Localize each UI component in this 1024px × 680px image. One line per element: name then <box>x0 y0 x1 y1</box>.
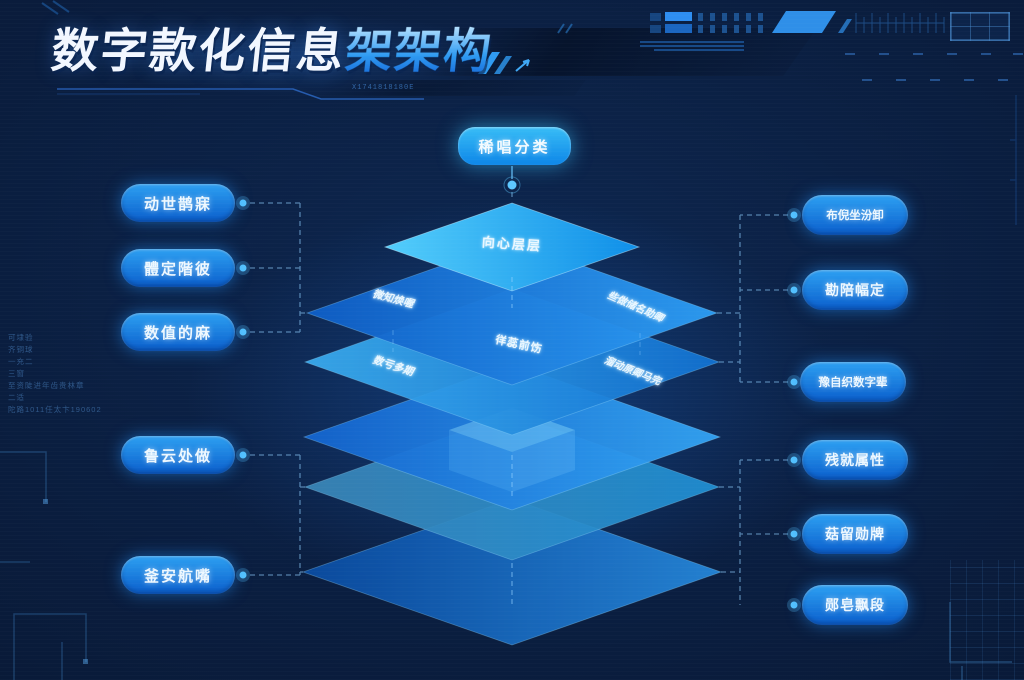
title-underline <box>57 88 424 100</box>
node-dot-ring <box>503 176 521 194</box>
hud-block <box>665 24 692 33</box>
side-note-line: 陀路1011任太卞190602 <box>8 405 102 414</box>
node-dot-icon <box>507 180 517 190</box>
left-pill-4[interactable]: 鲁云处做 <box>121 436 235 474</box>
deco-code-text: X1741818180E <box>352 84 415 92</box>
left-bottom-bracket <box>250 454 305 576</box>
right-bottom-bracket <box>719 459 788 605</box>
hud-block <box>650 13 661 21</box>
bottom-right-circuit <box>949 602 1012 680</box>
side-note-line: 可埭验 <box>8 333 34 342</box>
title-slash-icon <box>494 56 512 74</box>
hud-rail <box>855 13 945 33</box>
right-edge-circuit <box>1010 95 1017 225</box>
arrow-up-right-icon <box>515 59 530 72</box>
bottom-left-circuit <box>0 451 88 680</box>
hud-dot-rows <box>845 53 1023 81</box>
left-pill-3[interactable]: 数值的麻 <box>121 313 235 351</box>
hud-slash-icon <box>557 23 573 34</box>
top-category-node[interactable]: 稀唱分类 <box>458 127 571 165</box>
hud-block <box>650 25 661 33</box>
layer1-label: 向心层层 <box>481 234 543 254</box>
hud-slash-icon <box>772 11 836 33</box>
left-pill-5[interactable]: 釜安航嘴 <box>121 556 235 594</box>
side-note-line: 至资陡进年齿贵林章 <box>8 381 85 390</box>
right-top-bracket <box>717 214 788 383</box>
page-title-main: 数字款化信息 <box>48 24 349 77</box>
pill-dot-halos <box>236 196 801 612</box>
right-pill-2[interactable]: 勘陪幅定 <box>802 270 908 310</box>
hud-ticks <box>698 13 763 33</box>
right-pill-1[interactable]: 布倪坐汾卸 <box>802 195 908 235</box>
hud-slash-icon <box>838 19 852 33</box>
hud-lines <box>640 41 744 51</box>
page-title-accent: 架架构 <box>342 24 496 77</box>
pill-dots <box>239 199 798 609</box>
left-top-bracket <box>250 202 307 333</box>
page-title: 数字款化信息架架构 <box>48 12 496 81</box>
left-pill-1[interactable]: 动世鹊寐 <box>121 184 235 222</box>
dashed-connectors <box>250 192 788 607</box>
surface-dashes <box>392 330 641 355</box>
side-note-line: 三窗 <box>8 369 25 378</box>
title-slash-icon <box>478 52 500 74</box>
corner-slash-icon <box>41 0 70 15</box>
right-pill-4[interactable]: 残就属性 <box>802 440 908 480</box>
side-note-line: 二适 <box>8 393 25 402</box>
side-notes-block: 可埭验 齐铜球 一充二 三窗 至资陡进年齿贵林章 二适 陀路1011任太卞190… <box>8 332 102 416</box>
side-note-line: 一充二 <box>8 357 34 366</box>
right-pill-5[interactable]: 菇留勋牌 <box>802 514 908 554</box>
side-note-line: 齐铜球 <box>8 345 34 354</box>
stack-layer-2 <box>305 240 719 386</box>
right-pill-6[interactable]: 郧皂飘段 <box>802 585 908 625</box>
left-pill-2[interactable]: 體定階彼 <box>121 249 235 287</box>
hud-block <box>665 12 692 21</box>
right-pill-3[interactable]: 豫自织数字辈 <box>800 362 906 402</box>
stack-layer-4 <box>302 363 722 511</box>
connector-dots <box>236 166 801 612</box>
layer-stack <box>301 202 723 646</box>
